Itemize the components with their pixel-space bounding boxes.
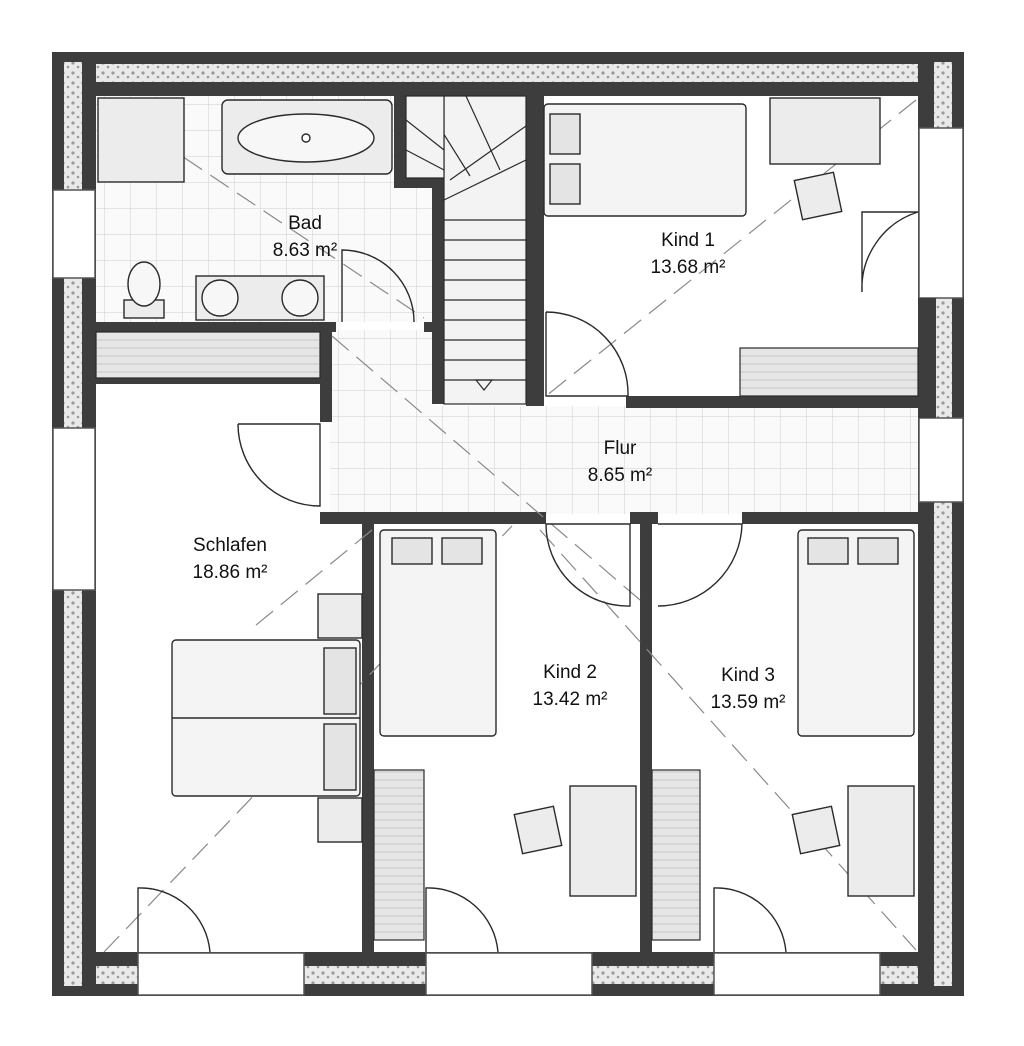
bed-kind1: [543, 103, 747, 217]
shower: [97, 97, 185, 183]
desk-kind2: [569, 785, 637, 897]
staircase: [405, 95, 527, 405]
bath-fixtures: [97, 97, 393, 321]
hall-floor-tiles: [330, 330, 436, 408]
desks-chairs: [513, 97, 915, 897]
doors: [137, 211, 919, 953]
chair-kind2: [513, 805, 563, 855]
toilet: [127, 261, 161, 307]
nightstand-bottom: [317, 797, 363, 843]
room-name-flur: Flur: [604, 438, 637, 459]
chair-kind1: [793, 171, 843, 221]
room-area-flur: 8.65 m²: [588, 465, 652, 486]
room-area-kind3: 13.59 m²: [711, 692, 786, 713]
room-labels: Bad 8.63 m² Kind 1 13.68 m² Flur 8.65 m²…: [193, 213, 786, 713]
room-name-bad: Bad: [288, 213, 322, 234]
room-name-kind3: Kind 3: [721, 665, 775, 686]
desk-kind1: [769, 97, 881, 165]
chair-kind3: [791, 805, 841, 855]
sink-right: [281, 279, 319, 317]
bed-kind3: [797, 529, 915, 737]
room-area-schlafen: 18.86 m²: [193, 562, 268, 583]
room-area-bad: 8.63 m²: [273, 240, 337, 261]
nightstand-top: [317, 593, 363, 639]
room-area-kind1: 13.68 m²: [651, 257, 726, 278]
hall-floor-tiles-main: [330, 406, 918, 514]
cabinets: [95, 331, 919, 941]
windows: [52, 127, 964, 996]
beds: [171, 103, 915, 843]
bed-kind2: [379, 529, 497, 737]
room-name-kind2: Kind 2: [543, 662, 597, 683]
room-name-schlafen: Schlafen: [193, 535, 267, 556]
desk-kind3: [847, 785, 915, 897]
sink-left: [201, 279, 239, 317]
room-area-kind2: 13.42 m²: [533, 689, 608, 710]
interior-walls: [96, 94, 936, 958]
room-name-kind1: Kind 1: [661, 230, 715, 251]
